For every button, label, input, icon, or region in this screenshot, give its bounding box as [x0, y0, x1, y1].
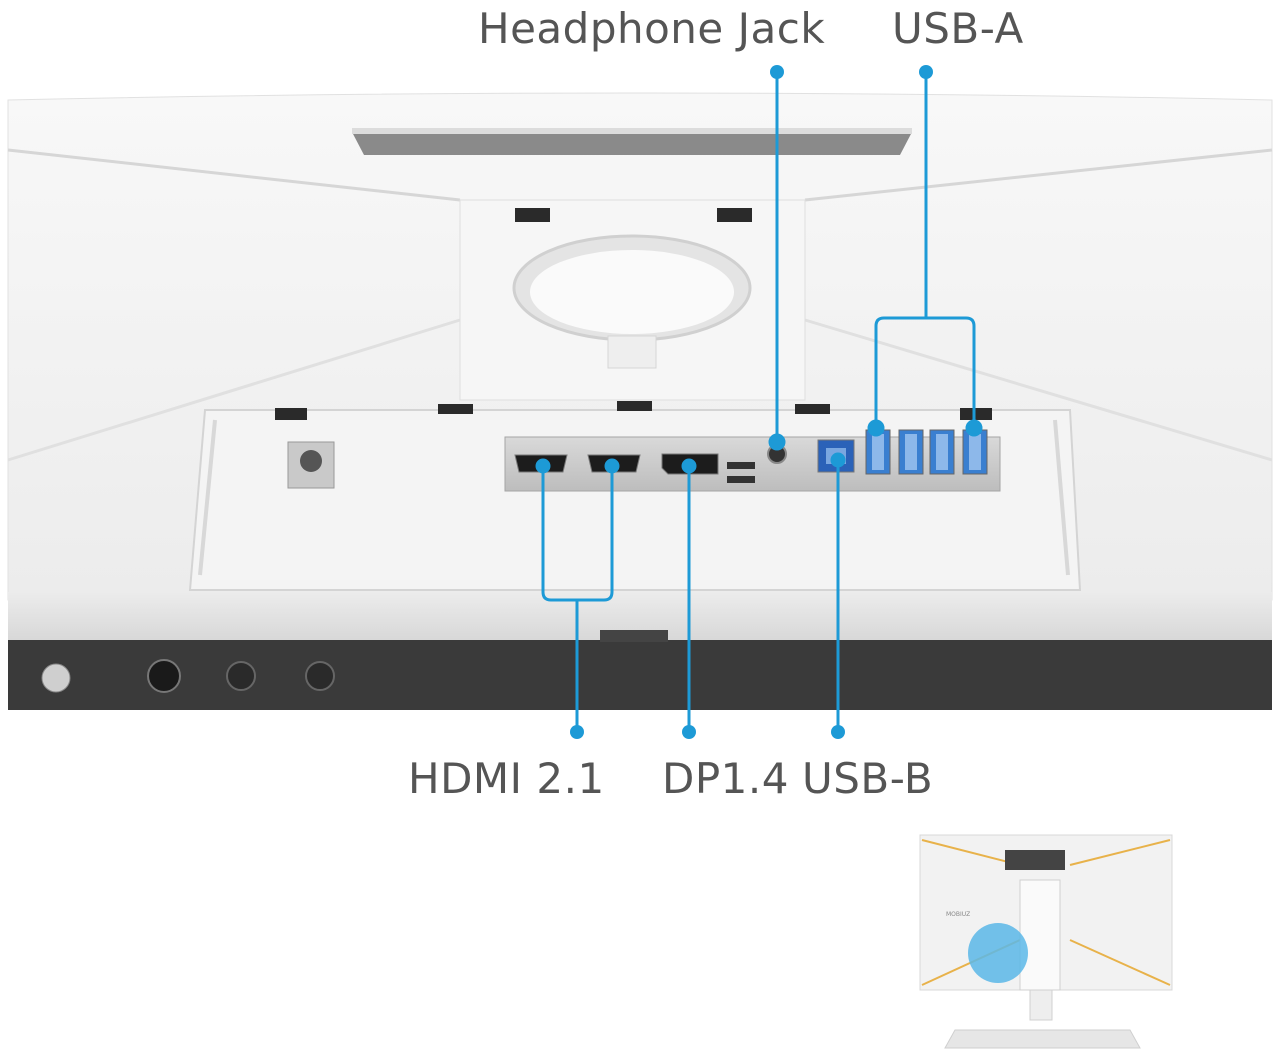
headphone-jack-label: Headphone Jack — [478, 4, 826, 53]
control-button-2 — [305, 661, 335, 691]
callout-lines — [541, 72, 976, 732]
thumbnail-logo: MOBIUZ — [946, 911, 970, 918]
stand-mount — [459, 199, 806, 401]
thumbnail-highlight — [968, 923, 1028, 983]
hdmi-label: HDMI 2.1 — [408, 754, 605, 803]
control-button-1 — [226, 661, 256, 691]
control-joystick — [147, 659, 181, 693]
port-bay — [188, 401, 1082, 591]
power-button — [41, 663, 71, 693]
bottom-bezel — [8, 592, 1272, 710]
dp-label: DP1.4 — [662, 754, 789, 803]
usb-a-label: USB-A — [892, 4, 1024, 53]
port-markers — [535, 419, 983, 474]
monitor-thumbnail: MOBIUZ — [919, 834, 1173, 1049]
callout-dots — [570, 65, 933, 739]
port-panel — [504, 429, 1001, 492]
usb-b-label: USB-B — [802, 754, 934, 803]
